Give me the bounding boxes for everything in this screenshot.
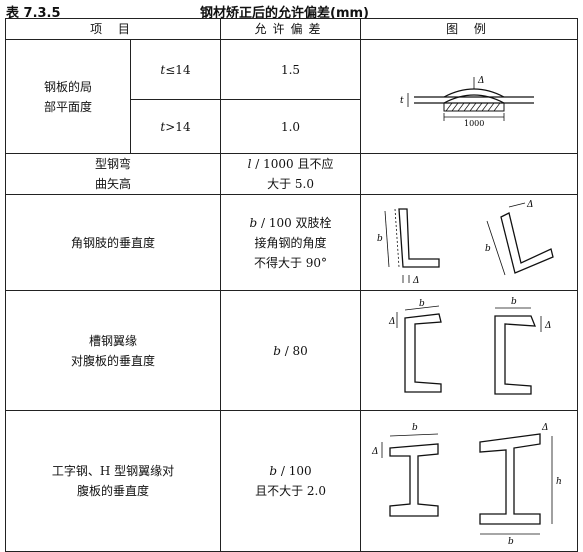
tolerance-cell: 1.5 [220,39,362,100]
table-caption: 表 7.3.5 钢材矫正后的允许偏差(mm) [0,0,583,21]
angle-steel-figure: b Δ b Δ [377,200,554,286]
fig-delta-label-2: Δ [526,200,534,210]
example-cell [360,153,579,195]
table-row: 槽钢翼缘 对腹板的垂直度 b / 80 b Δ b Δ [4,290,579,411]
condition-op: >14 [165,119,191,134]
fig-b-label: b [419,299,425,309]
tolerance-cell: b / 80 [220,290,362,411]
fig-b-label-2: b [508,537,514,547]
item-cell: 工字钢、H 型钢翼缘对 腹板的垂直度 [4,410,222,552]
tolerance-var: l [247,157,252,171]
tolerance-line: / 100 [277,464,312,478]
header-row: 项 目 允许偏差 图 例 [4,18,579,40]
tolerance-var: b [269,464,278,478]
item-line: 型钢弯 [95,157,132,171]
tolerance-var: b [249,215,258,230]
example-cell: b Δ b Δ [360,194,579,291]
item-line: 角钢肢的垂直度 [71,235,156,250]
example-cell: Δ t 1000 [360,39,579,154]
item-line: 腹板的垂直度 [77,484,150,498]
header-item: 项 目 [4,18,222,40]
tolerance-cell: b / 100 双肢栓 接角钢的角度 不得大于 90° [220,194,362,291]
header-example: 图 例 [360,18,579,40]
condition-var: t [160,119,166,134]
table-number: 表 7.3.5 [6,6,61,21]
header-tolerance: 允许偏差 [220,18,362,40]
fig-delta-label: Δ [412,276,420,286]
condition-cell: t≤14 [129,39,222,100]
table-row: 钢板的局 部平面度 t≤14 1.5 Δ t 1000 [5,39,579,154]
item-line: 槽钢翼缘 [89,333,138,348]
fig-b-label: b [377,234,383,244]
fig-length-label: 1000 [464,119,484,127]
item-line: 工字钢、H 型钢翼缘对 [51,464,175,478]
tolerance-cell: l / 1000 且不应 大于 5.0 [220,153,362,195]
i-beam-figure: b Δ h b Δ [371,423,562,547]
fig-delta-label-2: Δ [544,321,552,331]
fig-delta-label-2: Δ [541,423,549,433]
tolerance-line: / 1000 且不应 [251,157,334,171]
condition-op: ≤14 [165,62,191,77]
table-row: t>14 1.0 [6,99,578,154]
table-row: 角钢肢的垂直度 b / 100 双肢栓 接角钢的角度 不得大于 90° b Δ … [4,194,579,291]
tolerance-cell: 1.0 [220,99,362,154]
example-cell: b Δ b Δ [360,290,579,411]
table-title: 钢材矫正后的允许偏差(mm) [200,6,369,21]
condition-var: t [160,62,166,77]
tolerance-line: 大于 5.0 [267,177,314,191]
item-line: 曲矢高 [95,177,132,191]
tolerance-var: b [273,343,281,358]
item-line: 对腹板的垂直度 [71,353,156,368]
item-cell: 型钢弯 曲矢高 [4,153,222,195]
channel-steel-figure: b Δ b Δ [388,297,552,395]
tolerance-line: / 80 [280,343,308,358]
item-cell: 钢板的局 部平面度 [5,39,131,154]
item-line: 钢板的局 [43,79,92,94]
item-line: 部平面度 [43,99,92,114]
tolerance-cell: b / 100 且不大于 2.0 [220,410,362,552]
fig-h-label: h [556,477,562,487]
plate-flatness-figure: Δ t 1000 [400,76,535,127]
tolerance-line: 接角钢的角度 [254,235,327,250]
table-row: 工字钢、H 型钢翼缘对 腹板的垂直度 b / 100 且不大于 2.0 b Δ … [4,410,579,552]
tolerance-line: / 100 双肢栓 [257,215,332,230]
fig-b-label: b [412,423,418,433]
item-cell: 槽钢翼缘 对腹板的垂直度 [4,290,222,411]
item-cell: 角钢肢的垂直度 [4,194,222,291]
fig-delta-label: Δ [371,447,379,457]
example-cell: b Δ h b Δ [360,410,579,552]
table-row: 型钢弯 曲矢高 l / 1000 且不应 大于 5.0 [4,153,579,195]
tolerance-line: 不得大于 90° [253,255,328,270]
fig-t-label: t [400,96,404,106]
tolerance-line: 且不大于 2.0 [255,484,326,498]
fig-delta-label: Δ [388,317,396,327]
tolerance-table: 项 目 允许偏差 图 例 钢板的局 部平面度 t≤14 1.5 [4,18,579,552]
condition-cell: t>14 [129,99,222,154]
fig-b-label-2: b [511,297,517,307]
fig-delta-label: Δ [477,76,485,86]
fig-b-label-2: b [485,244,491,254]
